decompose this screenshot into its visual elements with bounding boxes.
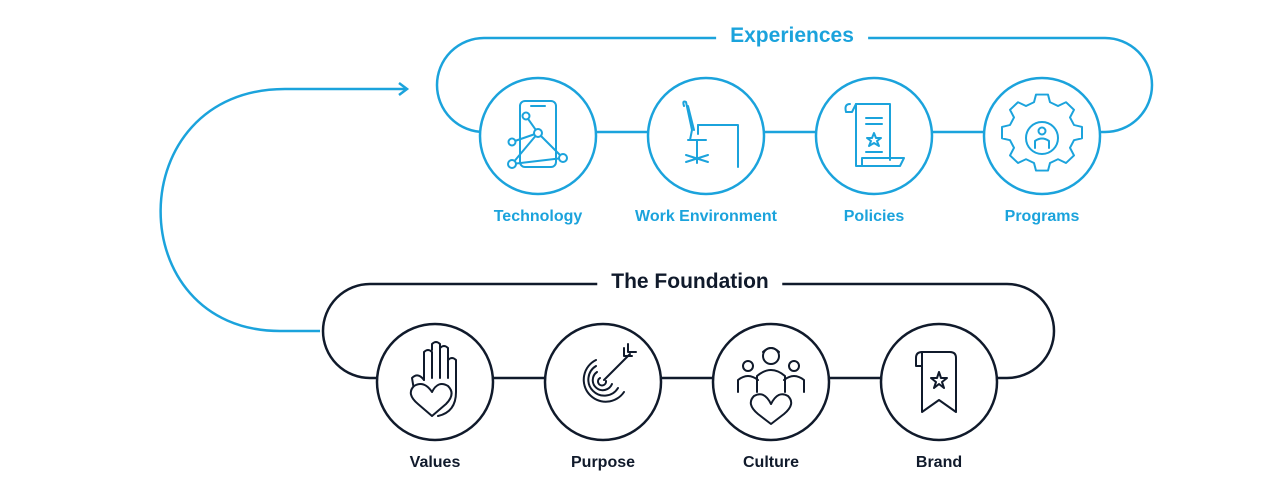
experience-node-policies bbox=[814, 76, 934, 196]
target-arrow-icon bbox=[582, 343, 637, 403]
office-chair-desk-icon bbox=[682, 100, 739, 168]
experiences-title: Experiences bbox=[716, 24, 868, 48]
label-values: Values bbox=[409, 454, 461, 471]
experiences-loop bbox=[435, 36, 1154, 134]
arrowhead-icon bbox=[398, 82, 410, 96]
hand-heart-icon bbox=[409, 341, 457, 417]
label-programs: Programs bbox=[1004, 208, 1080, 225]
label-technology: Technology bbox=[493, 208, 583, 225]
label-culture: Culture bbox=[743, 454, 799, 471]
label-work-environment: Work Environment bbox=[635, 208, 777, 225]
people-heart-icon bbox=[737, 347, 805, 425]
label-purpose: Purpose bbox=[570, 454, 636, 471]
foundation-node-purpose bbox=[543, 322, 663, 442]
label-policies: Policies bbox=[843, 208, 905, 225]
gear-person-icon bbox=[1001, 93, 1083, 172]
foundation-node-brand bbox=[879, 322, 999, 442]
foundation-loop bbox=[321, 282, 1056, 380]
foundation-title: The Foundation bbox=[597, 270, 783, 294]
label-brand: Brand bbox=[915, 454, 963, 471]
certificate-scroll-icon bbox=[844, 103, 905, 167]
connector-arrow-line bbox=[159, 87, 405, 333]
experience-node-work-environment bbox=[646, 76, 766, 196]
smartphone-network-icon bbox=[507, 100, 568, 169]
ribbon-star-icon bbox=[915, 351, 957, 413]
foundation-node-culture bbox=[711, 322, 831, 442]
foundation-node-values bbox=[375, 322, 495, 442]
